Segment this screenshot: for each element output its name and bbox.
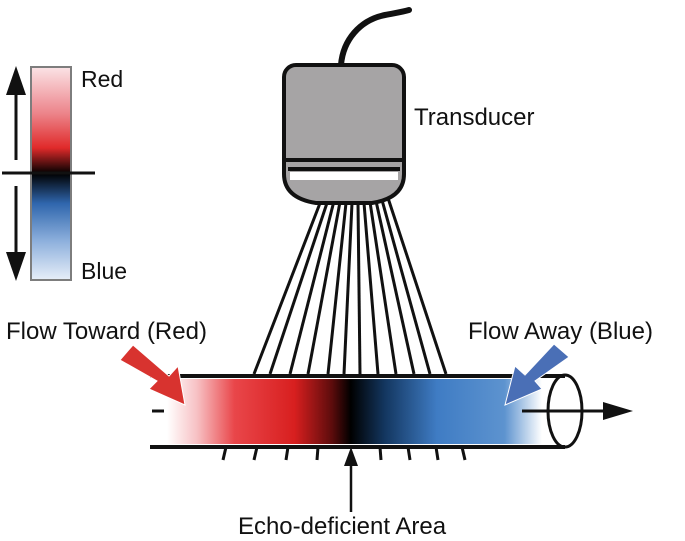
transducer: Transducer [282,7,535,205]
transducer-cable [338,7,412,68]
flow-away-arrow [504,343,570,406]
ultrasound-beams [252,197,448,375]
echo-deficient-label: Echo-deficient Area [238,513,447,540]
transducer-body [282,63,406,173]
vessel-flow-gradient [167,379,542,444]
scale-blue-label: Blue [81,258,127,284]
scale-down-arrow-icon [6,252,26,281]
transducer-label: Transducer [414,104,535,131]
beam-ticks [221,446,467,461]
flow-toward-arrow [119,344,186,406]
echo-deficient-pointer [344,447,358,512]
scale-red-label: Red [81,66,123,92]
blood-vessel [150,373,633,449]
scale-up-arrow-icon [6,66,26,95]
flow-toward-label: Flow Toward (Red) [6,318,207,345]
flow-direction-arrow-icon [603,402,633,420]
red-arrow-icon [119,344,186,406]
color-scale: Red Blue [2,66,127,284]
transducer-head [282,158,406,205]
flow-away-label: Flow Away (Blue) [468,318,653,345]
blue-arrow-icon [504,343,570,406]
up-arrow-icon [344,447,358,466]
